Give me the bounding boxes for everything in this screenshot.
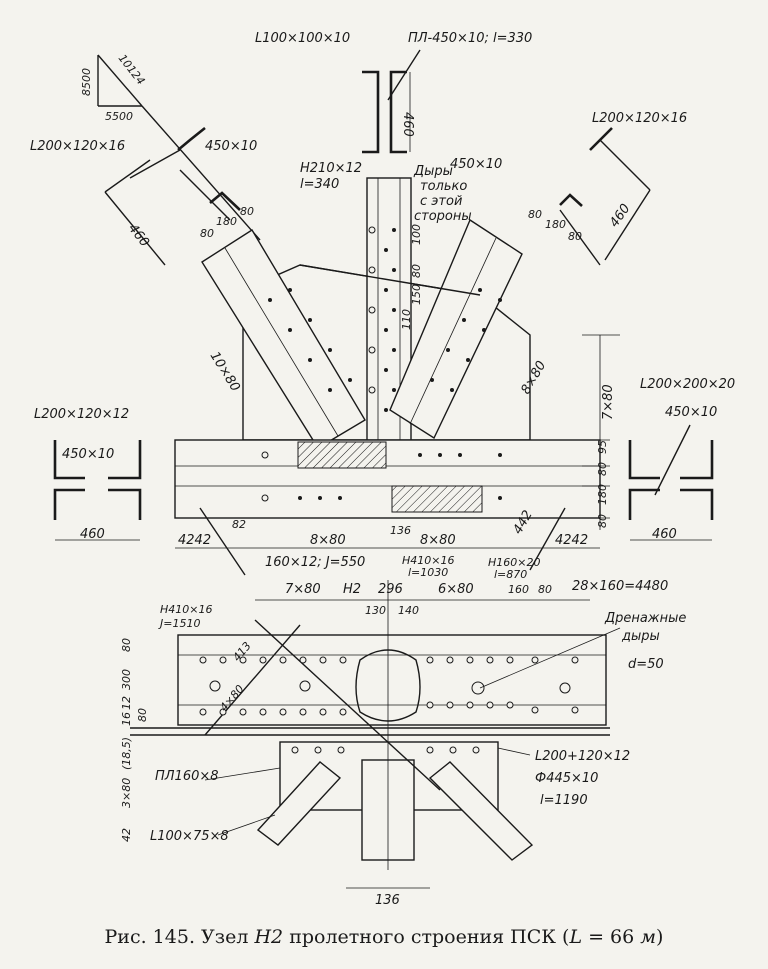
holes-note-2: только	[420, 179, 467, 194]
holes-note-1: Дыры	[413, 164, 453, 179]
right-dimension-stack: 7×80 95 80 180 80	[582, 334, 620, 530]
left-plate2-label: 450×10	[62, 447, 114, 462]
caption-eq: = 66	[582, 926, 641, 948]
b-h410: Н410×16	[160, 603, 212, 616]
b-140: 140	[398, 604, 419, 617]
right-80b: 80	[596, 514, 609, 528]
v-dim-80: 80	[410, 264, 423, 278]
b-136: 136	[375, 893, 400, 908]
v-dim-150: 150	[410, 284, 423, 305]
right-angle-label: L200×120×16	[592, 111, 687, 126]
right-dim-80: 80	[528, 208, 542, 221]
dim-8x80-left: 8×80	[310, 533, 346, 548]
b-l1190: l=1190	[540, 793, 588, 808]
drain-label-2: дыры	[621, 629, 660, 644]
b-phi: Ф445×10	[535, 771, 598, 786]
left-diagonal-section: L200×120×16 450×10 460	[30, 126, 257, 266]
caption-node: Н2	[254, 926, 284, 948]
right-dim-180: 180	[545, 218, 566, 231]
caption-l: L	[569, 926, 583, 948]
b-160: 160	[508, 583, 529, 596]
b-l100: L100×75×8	[150, 829, 229, 844]
right-80: 80	[596, 462, 609, 476]
b-185: (18,5)	[120, 737, 133, 770]
right-plate2-label: 450×10	[665, 405, 717, 420]
holes-note-3: с этой	[420, 194, 462, 209]
h410-top-label: Н410×16	[402, 554, 454, 567]
drain-diameter: d=50	[628, 657, 664, 672]
b-80: 80	[538, 583, 552, 596]
dim-8x80-right: 8×80	[420, 533, 456, 548]
right-dim-80b: 80	[568, 230, 582, 243]
caption-prefix: Рис. 145. Узел	[104, 926, 255, 948]
h210-label: Н210×12	[300, 161, 362, 176]
l870-label: l=870	[494, 568, 527, 581]
right-180: 180	[596, 484, 609, 505]
b-l200: L200+120×12	[535, 749, 630, 764]
left-460b-label: 460	[80, 527, 105, 542]
b-16: 16	[120, 712, 133, 726]
dim-4242-right: 4242	[555, 533, 588, 548]
diag-10x80: 10×80	[207, 349, 243, 394]
v-dim-100: 100	[410, 224, 423, 245]
left-460-label: 460	[125, 221, 152, 250]
gusset-holes	[261, 226, 502, 502]
dim-136: 136	[390, 524, 411, 537]
right-angle2-label: L200×200×20	[640, 377, 735, 392]
slope-8500: 8500	[80, 68, 93, 96]
slope-5500: 5500	[105, 110, 133, 123]
slope-10124: 10124	[116, 52, 148, 88]
dim-4242-left: 4242	[178, 533, 211, 548]
h160-label: Н160×20	[488, 556, 540, 569]
chord-dimensions: 4242 82 8×80 136 8×80 442 4242 160×12; J…	[175, 507, 600, 581]
bottom-holes	[199, 656, 579, 754]
b-42: 42	[120, 828, 133, 842]
holes-note-4: стороны	[414, 209, 472, 224]
b-80: 80	[120, 638, 133, 652]
b-296: 296	[378, 582, 403, 597]
right-plate-label: 450×10	[450, 157, 502, 172]
b-12: 12	[120, 696, 133, 710]
v-dim-110: 110	[400, 309, 413, 330]
left-chord-section: L200×120×12 450×10 460	[34, 407, 142, 542]
right-7x80: 7×80	[601, 384, 616, 420]
left-angle-label: L200×120×16	[30, 139, 125, 154]
figure-caption: Рис. 145. Узел Н2 пролетного строения ПС…	[0, 926, 768, 948]
top-angle-label: L100×100×10	[255, 31, 350, 46]
caption-close: )	[656, 926, 664, 948]
left-plate-label: 450×10	[205, 139, 257, 154]
b-300: 300	[120, 669, 133, 690]
right-chord-section: L200×200×20 450×10 460	[628, 377, 735, 542]
dim-82: 82	[232, 518, 246, 531]
main-gusset	[174, 177, 601, 519]
l1030-label: l=1030	[408, 566, 448, 579]
b-28x160: 28×160=4480	[572, 579, 668, 594]
right-460-label: 460	[607, 201, 634, 230]
right-460b-label: 460	[652, 527, 677, 542]
b-7x80: 7×80	[285, 582, 321, 597]
b-h2: Н2	[343, 582, 361, 597]
right-95: 95	[596, 440, 609, 454]
b-j1510: J=1510	[158, 617, 200, 630]
b-3x80: 3×80	[120, 778, 133, 808]
plate-160-label: 160×12; J=550	[265, 555, 365, 570]
left-dim-80b: 80	[240, 205, 254, 218]
left-dim-180: 180	[216, 215, 237, 228]
top-460-label: 460	[400, 112, 415, 137]
top-section-detail: 460 L100×100×10 ПЛ-450×10; l=330	[255, 31, 532, 154]
top-plate-label: ПЛ-450×10; l=330	[408, 31, 532, 46]
node-h2-drawing: 460 L100×100×10 ПЛ-450×10; l=330 8500 10…	[30, 31, 735, 908]
b-130: 130	[365, 604, 386, 617]
drain-label-1: Дренажные	[604, 611, 686, 626]
caption-unit: м	[640, 926, 657, 948]
left-angle2-label: L200×120×12	[34, 407, 129, 422]
b-80c: 80	[136, 708, 149, 722]
bottom-plan-view	[130, 580, 610, 870]
caption-rest: пролетного строения ПСК (	[283, 926, 570, 948]
l340-label: l=340	[300, 177, 339, 192]
b-6x80: 6×80	[438, 582, 474, 597]
left-dim-80: 80	[200, 227, 214, 240]
b-pl160: ПЛ160×8	[155, 769, 219, 784]
